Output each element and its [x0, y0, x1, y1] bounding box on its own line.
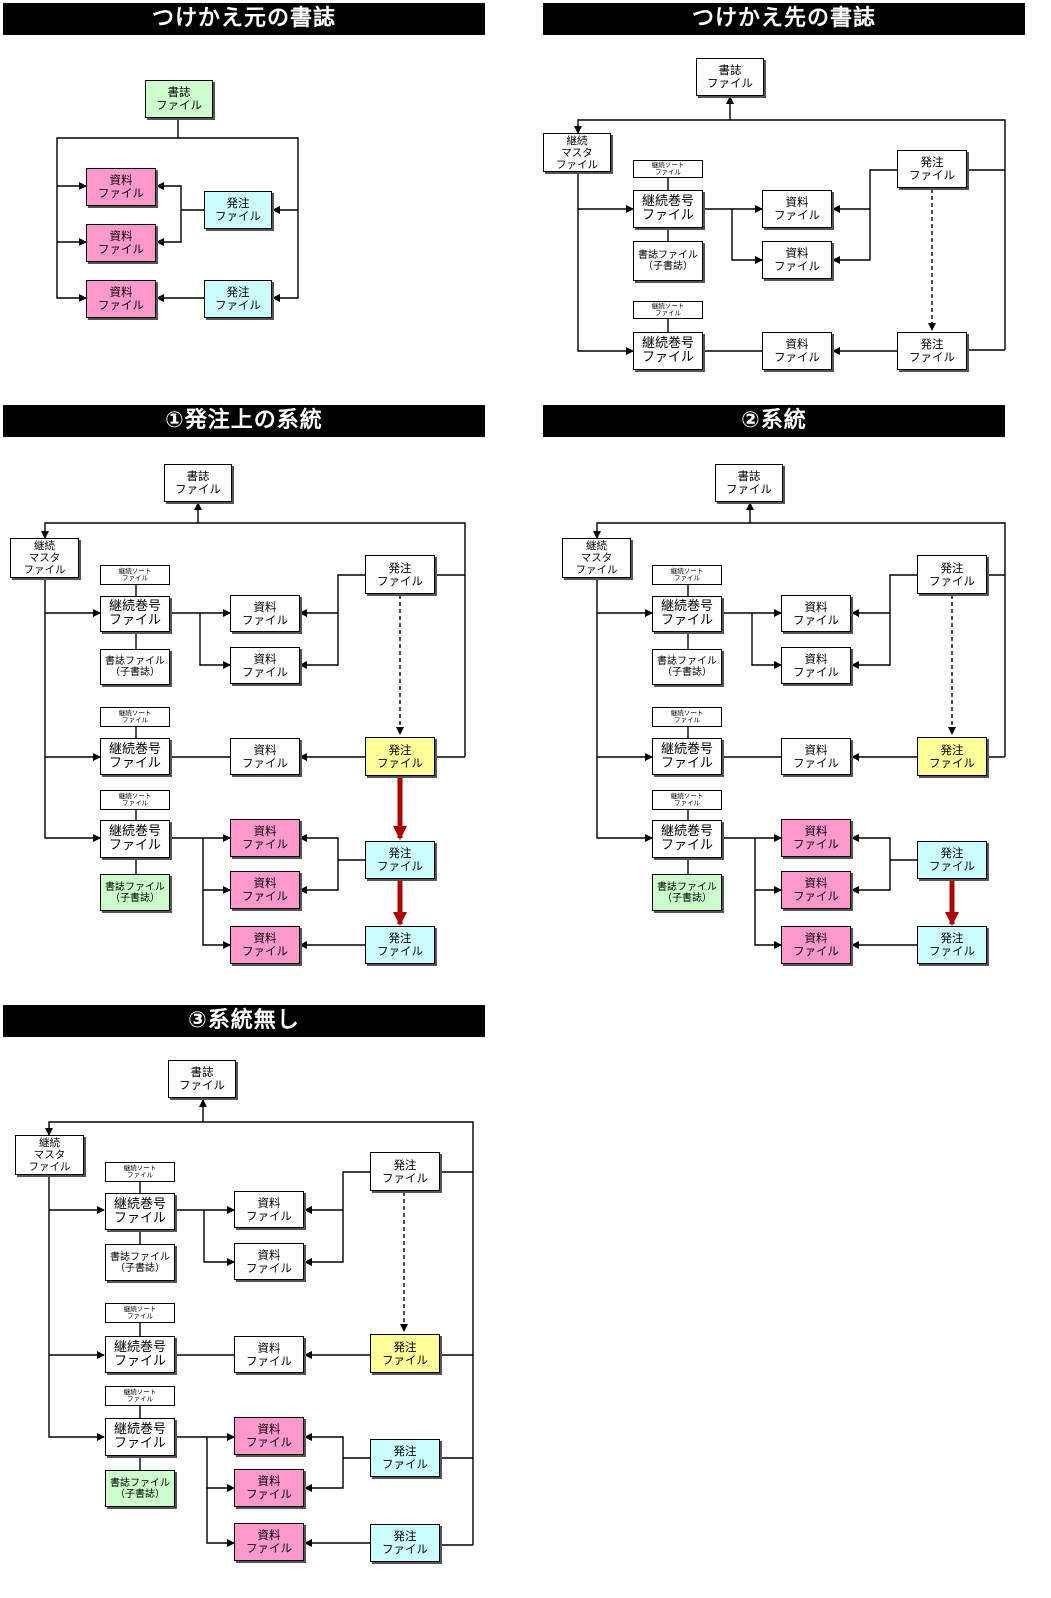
kanpo-file-box: 継続巻号ファイル: [633, 332, 703, 370]
child-shoshi-box: 書誌ファイル（子書誌）: [100, 649, 170, 685]
keizoku-master-box: 継続マスタファイル: [10, 538, 79, 578]
keizoku-master-box: 継続マスタファイル: [15, 1135, 84, 1175]
keizoku-master-box: 継続マスタファイル: [562, 538, 631, 578]
sort-file-box: 継続ソートファイル: [105, 1386, 175, 1406]
hatchu-file-box-highlight: 発注ファイル: [365, 737, 435, 776]
shiryo-file-box: 資料ファイル: [230, 819, 300, 857]
shiryo-file-box: 資料ファイル: [234, 1469, 304, 1507]
hatchu-file-box: 発注ファイル: [365, 841, 435, 879]
child-shoshi-box: 書誌ファイル（子書誌）: [652, 874, 722, 911]
shiryo-file-box: 資料ファイル: [781, 647, 851, 684]
shiryo-file-box: 資料ファイル: [762, 332, 832, 370]
shiryo-file-box: 資料ファイル: [762, 241, 832, 279]
kanpo-file-box: 継続巻号ファイル: [652, 820, 722, 858]
kanpo-file-box: 継続巻号ファイル: [100, 738, 170, 775]
child-shoshi-box: 書誌ファイル（子書誌）: [105, 1470, 175, 1507]
sort-file-box: 継続ソートファイル: [100, 565, 170, 585]
shoshi-file-box: 書誌ファイル: [145, 80, 213, 118]
shiryo-file-box: 資料ファイル: [234, 1243, 304, 1280]
shiryo-file-box: 資料ファイル: [234, 1191, 304, 1228]
shoshi-file-box: 書誌ファイル: [696, 58, 764, 96]
sort-file-box: 継続ソートファイル: [652, 790, 722, 810]
hatchu-file-box: 発注ファイル: [917, 841, 987, 879]
hatchu-file-box: 発注ファイル: [897, 150, 967, 188]
kanpo-file-box: 継続巻号ファイル: [100, 820, 170, 858]
sort-file-box: 継続ソートファイル: [100, 707, 170, 727]
hatchu-file-box-highlight: 発注ファイル: [917, 737, 987, 776]
shiryo-file-box: 資料ファイル: [781, 595, 851, 632]
shiryo-file-box: 資料ファイル: [234, 1523, 304, 1561]
child-shoshi-box: 書誌ファイル（子書誌）: [633, 241, 703, 281]
shoshi-file-box: 書誌ファイル: [168, 1060, 236, 1098]
header-case2: ②系統: [543, 405, 1005, 437]
sort-file-box: 継続ソートファイル: [633, 160, 703, 178]
shiryo-file-box: 資料ファイル: [230, 738, 300, 775]
header-dest: つけかえ先の書誌: [543, 3, 1025, 35]
sort-file-box: 継続ソートファイル: [105, 1303, 175, 1323]
header-source: つけかえ元の書誌: [3, 3, 485, 35]
shiryo-file-box: 資料ファイル: [86, 280, 156, 318]
shiryo-file-box: 資料ファイル: [781, 738, 851, 775]
shiryo-file-box: 資料ファイル: [230, 871, 300, 909]
sort-file-box: 継続ソートファイル: [652, 707, 722, 727]
shoshi-file-box: 書誌ファイル: [715, 464, 783, 502]
kanpo-file-box: 継続巻号ファイル: [652, 596, 722, 632]
shoshi-file-box: 書誌ファイル: [164, 464, 232, 502]
shiryo-file-box: 資料ファイル: [86, 224, 156, 262]
sort-file-box: 継続ソートファイル: [100, 790, 170, 810]
kanpo-file-box: 継続巻号ファイル: [105, 1336, 175, 1373]
kanpo-file-box: 継続巻号ファイル: [100, 596, 170, 632]
hatchu-file-box: 発注ファイル: [917, 555, 987, 594]
sort-file-box: 継続ソートファイル: [105, 1162, 175, 1182]
shiryo-file-box: 資料ファイル: [230, 595, 300, 632]
keizoku-master-box: 継続マスタファイル: [543, 133, 611, 172]
kanpo-file-box: 継続巻号ファイル: [105, 1193, 175, 1230]
sort-file-box: 継続ソートファイル: [652, 565, 722, 585]
shiryo-file-box: 資料ファイル: [234, 1336, 304, 1373]
child-shoshi-box: 書誌ファイル（子書誌）: [105, 1244, 175, 1281]
kanpo-file-box: 継続巻号ファイル: [652, 738, 722, 775]
shiryo-file-box: 資料ファイル: [230, 647, 300, 684]
shiryo-file-box: 資料ファイル: [762, 190, 832, 228]
hatchu-file-box: 発注ファイル: [365, 555, 435, 594]
hatchu-file-box: 発注ファイル: [204, 280, 272, 318]
kanpo-file-box: 継続巻号ファイル: [633, 190, 703, 228]
hatchu-file-box-highlight: 発注ファイル: [370, 1334, 440, 1373]
hatchu-file-box: 発注ファイル: [897, 332, 967, 370]
kanpo-file-box: 継続巻号ファイル: [105, 1418, 175, 1456]
shiryo-file-box: 資料ファイル: [86, 168, 156, 206]
hatchu-file-box: 発注ファイル: [370, 1524, 440, 1562]
hatchu-file-box: 発注ファイル: [370, 1439, 440, 1477]
header-case1: ①発注上の系統: [3, 405, 485, 437]
sort-file-box: 継続ソートファイル: [633, 301, 703, 319]
shiryo-file-box: 資料ファイル: [781, 871, 851, 909]
child-shoshi-box: 書誌ファイル（子書誌）: [652, 649, 722, 685]
shiryo-file-box: 資料ファイル: [230, 926, 300, 964]
hatchu-file-box: 発注ファイル: [370, 1152, 440, 1191]
shiryo-file-box: 資料ファイル: [781, 819, 851, 857]
hatchu-file-box: 発注ファイル: [917, 926, 987, 964]
child-shoshi-box: 書誌ファイル（子書誌）: [100, 874, 170, 911]
shiryo-file-box: 資料ファイル: [781, 926, 851, 964]
header-case3: ③系統無し: [3, 1005, 485, 1037]
hatchu-file-box: 発注ファイル: [204, 191, 272, 229]
shiryo-file-box: 資料ファイル: [234, 1417, 304, 1455]
hatchu-file-box: 発注ファイル: [365, 926, 435, 964]
